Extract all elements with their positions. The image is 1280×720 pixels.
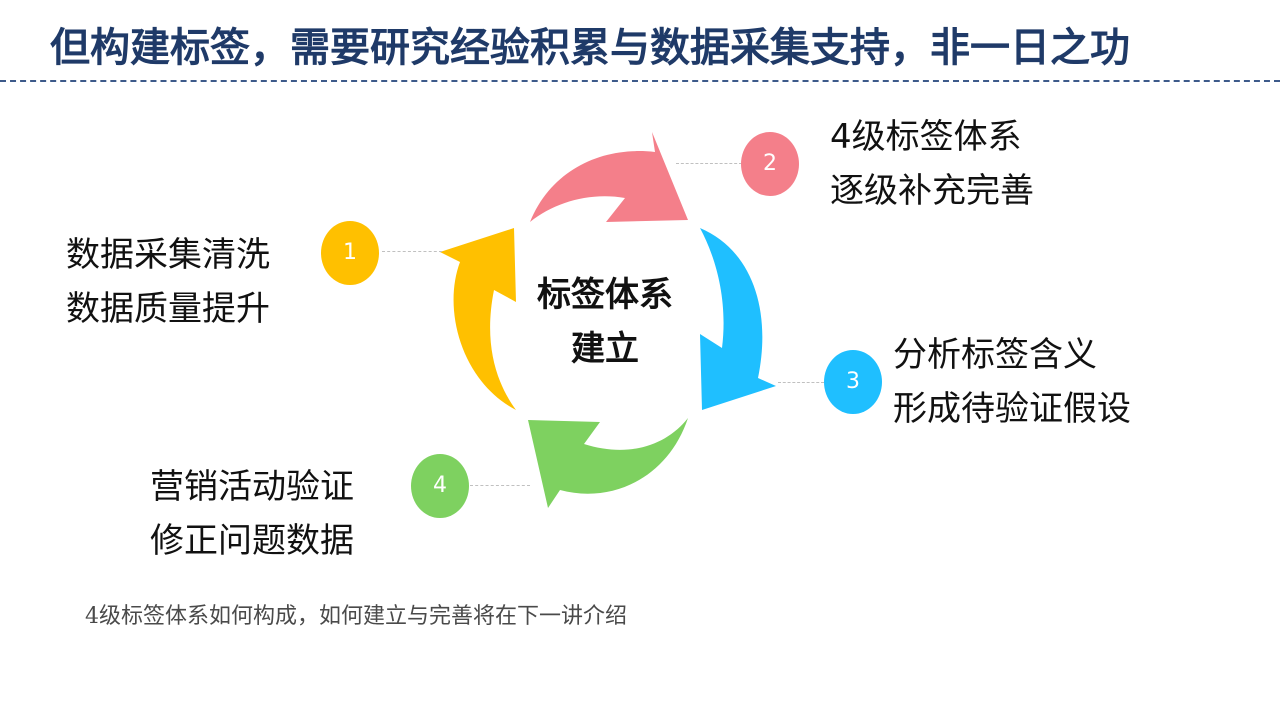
cycle-arrow-green xyxy=(528,418,688,508)
cycle-arrows-diagram xyxy=(440,132,776,508)
step-1-text: 数据采集清洗 数据质量提升 xyxy=(66,228,270,336)
step-2-text: 4级标签体系 逐级补充完善 xyxy=(830,110,1034,218)
step-4-badge: 4 xyxy=(411,454,469,518)
connector-2 xyxy=(676,163,742,164)
cycle-arrow-yellow xyxy=(440,228,516,410)
step-1-badge: 1 xyxy=(321,221,379,285)
page-title: 但构建标签，需要研究经验积累与数据采集支持，非一日之功 xyxy=(50,25,1130,71)
step-4-line2: 修正问题数据 xyxy=(150,521,354,561)
step-3-line1: 分析标签含义 xyxy=(893,335,1097,375)
step-3-text: 分析标签含义 形成待验证假设 xyxy=(893,328,1131,436)
center-label-line1: 标签体系 xyxy=(537,275,673,315)
step-1-line2: 数据质量提升 xyxy=(66,289,270,329)
center-label: 标签体系 建立 xyxy=(500,268,710,376)
step-2-line1: 4级标签体系 xyxy=(830,117,1022,157)
cycle-arrow-pink xyxy=(530,132,688,222)
footer-note: 4级标签体系如何构成，如何建立与完善将在下一讲介绍 xyxy=(85,604,627,629)
connector-1 xyxy=(382,251,442,252)
connector-4 xyxy=(470,485,530,486)
step-4-line1: 营销活动验证 xyxy=(150,467,354,507)
step-2-badge: 2 xyxy=(741,132,799,196)
step-1-line1: 数据采集清洗 xyxy=(66,235,270,275)
step-2-line2: 逐级补充完善 xyxy=(830,171,1034,211)
step-3-line2: 形成待验证假设 xyxy=(893,389,1131,429)
cycle-arrow-blue xyxy=(700,228,776,410)
connector-3 xyxy=(778,382,824,383)
step-3-badge: 3 xyxy=(824,350,882,414)
center-label-line2: 建立 xyxy=(571,329,639,369)
title-divider xyxy=(0,80,1280,82)
step-4-text: 营销活动验证 修正问题数据 xyxy=(150,460,354,568)
